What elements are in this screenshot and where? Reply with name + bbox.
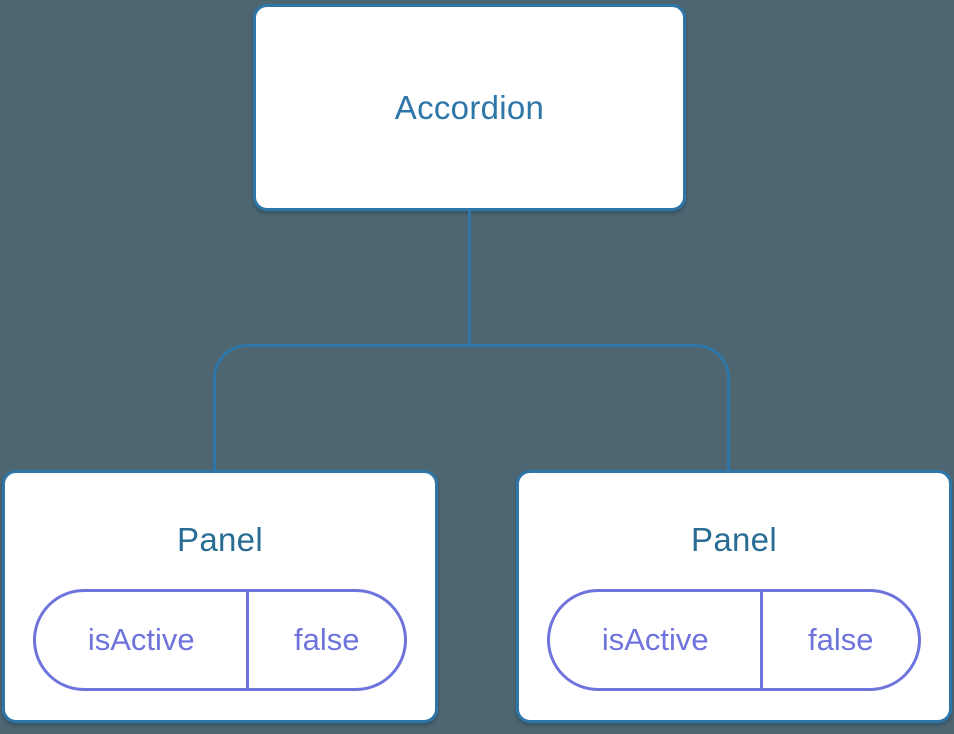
state-pill: isActive false xyxy=(547,589,921,691)
accordion-node: Accordion xyxy=(253,4,686,211)
panel-node-right: Panel isActive false xyxy=(516,470,952,723)
state-key: isActive xyxy=(36,592,250,688)
state-key: isActive xyxy=(550,592,764,688)
panel-node-left: Panel isActive false xyxy=(2,470,438,723)
panel-title: Panel xyxy=(177,521,263,558)
accordion-label: Accordion xyxy=(394,88,545,126)
connector-branch xyxy=(213,344,730,470)
panel-title: Panel xyxy=(691,521,777,558)
state-value: false xyxy=(293,622,360,657)
connector-stem xyxy=(468,211,471,344)
state-value: false xyxy=(807,622,874,657)
state-pill: isActive false xyxy=(33,589,407,691)
